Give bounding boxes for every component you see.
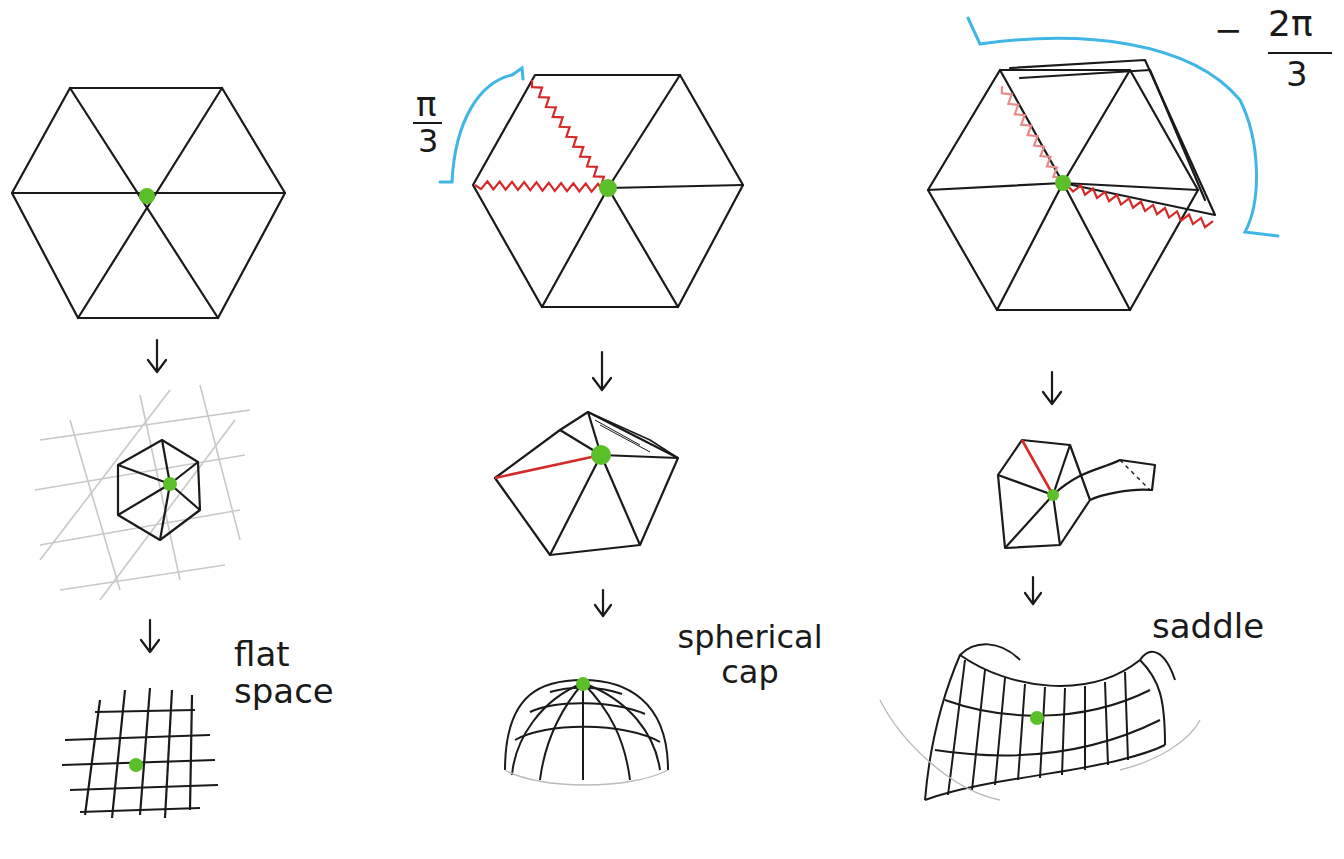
cone <box>495 412 678 555</box>
angle-denominator: 3 <box>418 124 448 159</box>
surface-label: flat space <box>234 636 344 711</box>
cut-edge <box>1002 86 1064 178</box>
surface-label: spherical cap <box>660 620 840 690</box>
seam-line <box>1022 440 1053 495</box>
faint-grid <box>35 385 250 600</box>
down-arrow <box>141 340 1061 652</box>
angle-numerator: π <box>416 86 446 123</box>
small-hexagon-spokes <box>118 440 200 540</box>
flat-grid <box>62 688 218 818</box>
vertex-dot <box>129 175 1071 772</box>
flat-hexagon <box>12 88 285 318</box>
cut-edge <box>1068 185 1213 227</box>
angle-denominator: 3 <box>1286 56 1316 93</box>
cut-edge <box>532 80 604 186</box>
saddle-surface <box>880 644 1200 800</box>
cut-edge <box>475 80 1213 227</box>
cut-hexagon <box>473 75 743 307</box>
extra-wedge-hexagon <box>928 60 1215 310</box>
small-hexagon <box>118 440 200 540</box>
seam-line <box>495 455 601 478</box>
saddle-cone <box>998 440 1155 548</box>
minus-sign: − <box>1214 12 1244 49</box>
spherical-cap <box>505 680 668 785</box>
angle-numerator: 2π <box>1268 4 1338 44</box>
cut-edge <box>475 181 604 192</box>
surface-label: saddle <box>1152 608 1302 645</box>
fraction-bar <box>1268 52 1332 54</box>
angle-bracket <box>440 18 1278 236</box>
